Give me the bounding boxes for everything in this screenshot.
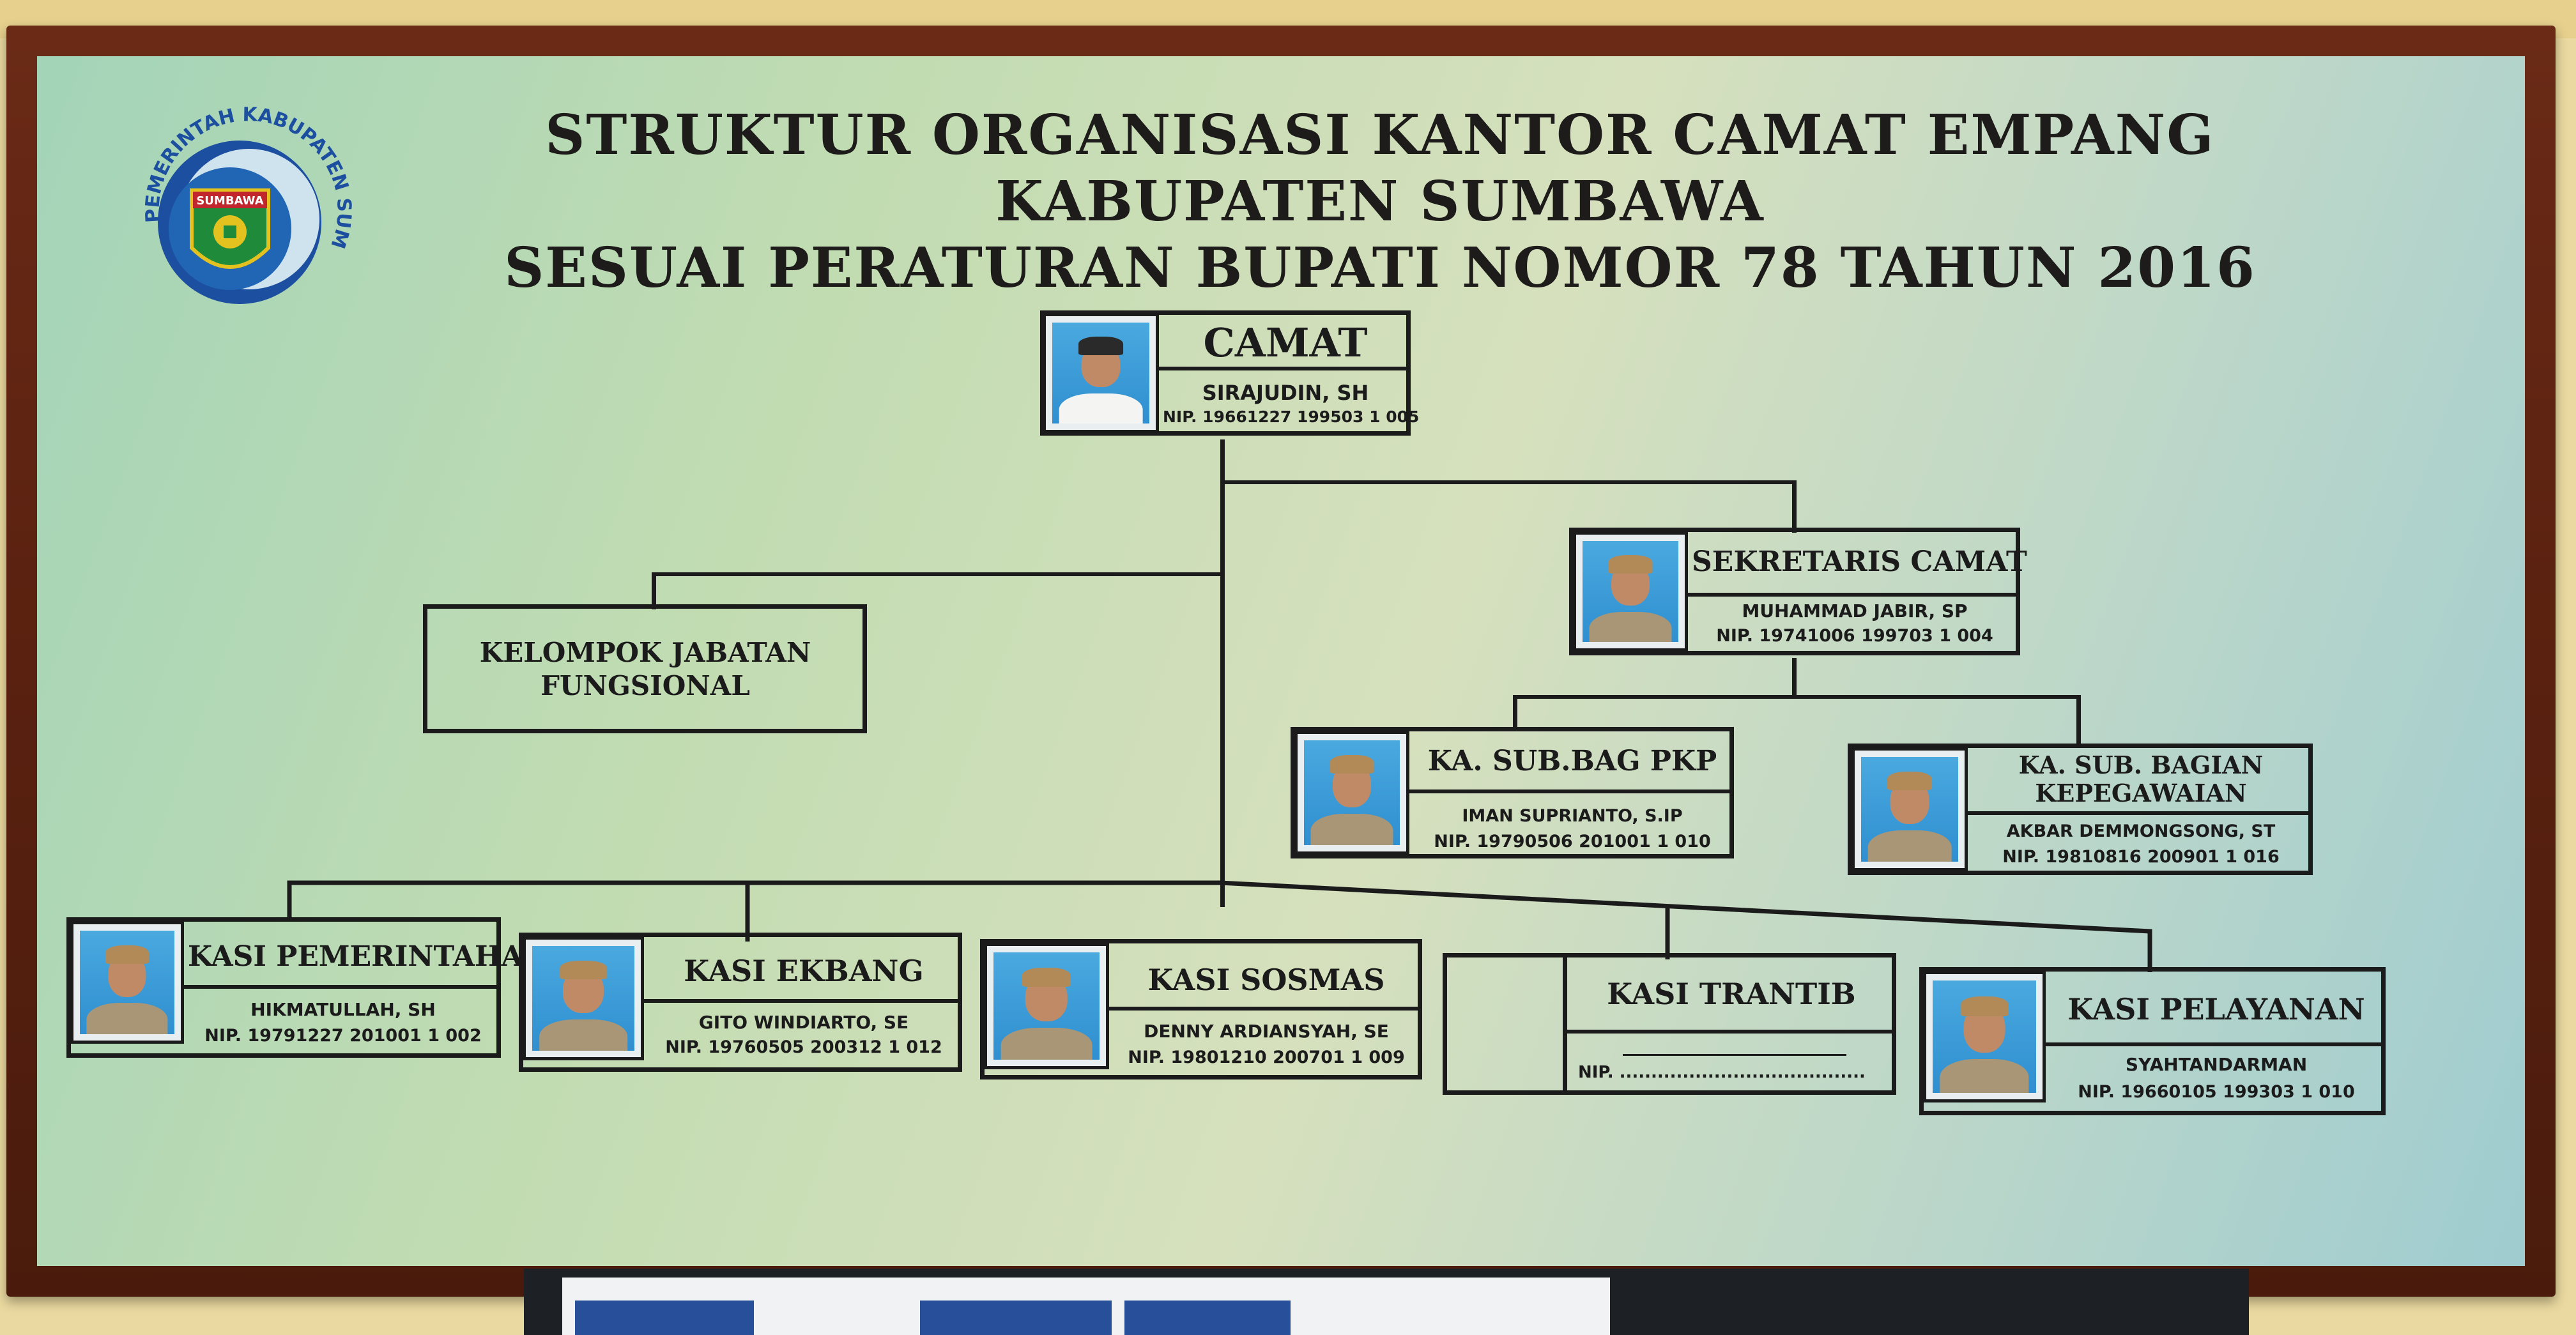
sekcam-name: MUHAMMAD JABIR, SP <box>1742 600 1968 622</box>
kjf-role-line-1: KELOMPOK JABATAN <box>479 637 811 668</box>
kepeg-photo <box>1851 747 1968 871</box>
node-kasi-pelayanan <box>1919 967 2386 1115</box>
node-camat <box>1040 310 1411 436</box>
chart-title: STRUKTUR ORGANISASI KANTOR CAMAT EMPANG … <box>358 102 2402 301</box>
pkp-role: KA. SUB.BAG PKP <box>1427 745 1717 777</box>
kjf-role-line-2: FUNGSIONAL <box>540 670 750 701</box>
trantib-photo-border <box>1563 956 1567 1091</box>
pemerintahan-photo <box>70 921 184 1044</box>
sosmas-photo <box>984 943 1109 1069</box>
trantib-role: KASI TRANTIB <box>1607 977 1856 1011</box>
kjf-role: KELOMPOK JABATAN FUNGSIONAL <box>428 636 862 703</box>
kepeg-nip: NIP. 19810816 200901 1 016 <box>2002 847 2280 867</box>
node-kasi-sosmas <box>980 939 1422 1079</box>
connector-sekcam-drop <box>1792 480 1797 533</box>
camat-name: SIRAJUDIN, SH <box>1202 381 1369 405</box>
node-kelompok-jabatan-fungsional <box>423 604 867 733</box>
org-board <box>37 56 2525 1266</box>
logo-shield-text: SUMBAWA <box>196 194 263 208</box>
connector-to-kjf <box>652 572 1224 576</box>
title-line-1: STRUKTUR ORGANISASI KANTOR CAMAT EMPANG … <box>545 103 2215 234</box>
trantib-divider <box>1565 1030 1894 1034</box>
camat-photo <box>1043 313 1159 433</box>
connector-subbag-bar <box>1513 695 2078 699</box>
sekcam-nip: NIP. 19741006 199703 1 004 <box>1716 626 1993 646</box>
title-line-2: SESUAI PERATURAN BUPATI NOMOR 78 TAHUN 2… <box>504 236 2256 300</box>
kabupaten-sumbawa-logo: PEMERINTAH KABUPATEN SUMBAWA SUMBAWA <box>121 95 355 304</box>
sosmas-role: KASI SOSMAS <box>1147 963 1385 997</box>
pelayanan-photo <box>1923 971 2046 1102</box>
ekbang-nip: NIP. 19760505 200312 1 012 <box>665 1037 942 1057</box>
kepeg-role-line-1: KA. SUB. BAGIAN <box>2018 751 2264 779</box>
node-ka-subbagian-kepegawaian <box>1848 744 2313 875</box>
sosmas-name: DENNY ARDIANSYAH, SE <box>1144 1021 1389 1042</box>
ekbang-role: KASI EKBANG <box>684 954 924 988</box>
connector-kepeg-drop <box>2076 695 2081 747</box>
kepeg-name: AKBAR DEMMONGSONG, ST <box>2006 821 2276 841</box>
pelayanan-role: KASI PELAYANAN <box>2067 992 2365 1026</box>
pemerintahan-divider <box>184 985 498 989</box>
poster-strip <box>575 1301 754 1335</box>
trantib-nip: NIP. ...................................… <box>1578 1063 1866 1082</box>
pelayanan-nip: NIP. 19660105 199303 1 010 <box>2078 1082 2355 1102</box>
pkp-divider <box>1409 790 1731 793</box>
pkp-nip: NIP. 19790506 201001 1 010 <box>1434 832 1711 851</box>
pemerintahan-name: HIKMATULLAH, SH <box>250 999 436 1020</box>
kepeg-role: KA. SUB. BAGIAN KEPEGAWAIAN <box>1972 751 2310 807</box>
pemerintahan-nip: NIP. 19791227 201001 1 002 <box>204 1026 482 1046</box>
node-sekretaris-camat <box>1569 528 2020 655</box>
pelayanan-name: SYAHTANDARMAN <box>2125 1054 2308 1075</box>
poster-strip <box>920 1301 1112 1335</box>
poster-strip <box>1124 1301 1291 1335</box>
trantib-name-blank <box>1623 1054 1846 1056</box>
connector-pkp-drop <box>1513 695 1517 731</box>
pkp-photo <box>1294 731 1409 855</box>
node-kasi-pemerintahan <box>66 917 501 1058</box>
camat-role: CAMAT <box>1203 319 1368 366</box>
connector-kjf-drop <box>652 572 656 609</box>
ekbang-divider <box>644 999 960 1003</box>
connector-main-vertical <box>1220 439 1225 907</box>
connector-to-sekcam <box>1220 480 1795 484</box>
ekbang-name: GITO WINDIARTO, SE <box>698 1012 909 1033</box>
pkp-name: IMAN SUPRIANTO, S.IP <box>1462 806 1683 826</box>
sekcam-role: SEKRETARIS CAMAT <box>1692 545 2027 578</box>
sekcam-divider <box>1688 593 2018 597</box>
connector-sekcam-down <box>1792 658 1797 696</box>
kepeg-role-line-2: KEPEGAWAIAN <box>2035 779 2247 807</box>
pelayanan-divider <box>2046 1042 2383 1046</box>
pemerintahan-role: KASI PEMERINTAHAN <box>188 940 549 973</box>
node-ka-subbag-pkp <box>1291 727 1734 858</box>
node-kasi-trantib <box>1443 953 1896 1095</box>
sekcam-photo <box>1573 531 1688 652</box>
node-kasi-ekbang <box>519 933 962 1072</box>
camat-divider <box>1159 367 1408 370</box>
kepeg-divider <box>1968 811 2310 815</box>
sosmas-nip: NIP. 19801210 200701 1 009 <box>1128 1048 1405 1067</box>
sosmas-divider <box>1109 1007 1420 1011</box>
ekbang-photo <box>523 936 644 1060</box>
camat-nip: NIP. 19661227 199503 1 005 <box>1163 408 1420 426</box>
